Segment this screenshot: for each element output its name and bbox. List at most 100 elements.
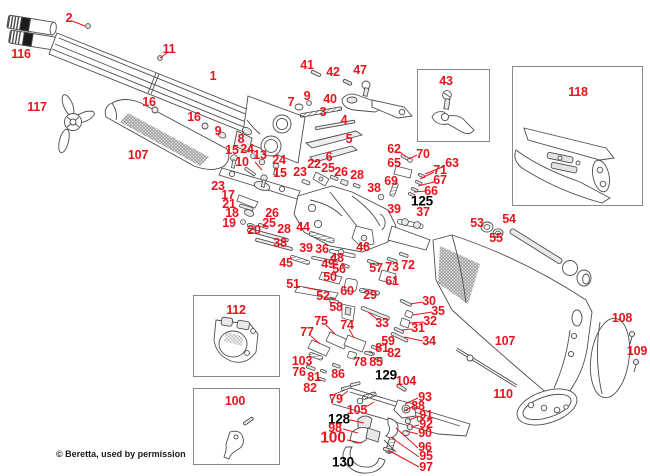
part-label-90: 90	[418, 425, 432, 440]
tang-parts-art	[377, 154, 426, 229]
inset-box-112	[193, 295, 280, 377]
part-label-31: 31	[411, 320, 425, 335]
part-label-62: 62	[387, 141, 401, 156]
choke-wrench-art	[58, 94, 95, 154]
part-label-85: 85	[369, 354, 383, 369]
part-label-23: 23	[293, 164, 307, 179]
part-label-5: 5	[345, 131, 353, 146]
part-label-91: 91	[419, 407, 433, 422]
part-label-9: 9	[214, 123, 222, 138]
top-lever-cluster-art	[294, 70, 413, 163]
inset-118-art	[514, 127, 615, 204]
inset-box-118	[512, 66, 643, 206]
part-label-73: 73	[385, 259, 399, 274]
part-label-107: 107	[494, 333, 516, 348]
part-label-39: 39	[387, 201, 401, 216]
part-label-109: 109	[626, 343, 648, 358]
part-label-58: 58	[329, 299, 343, 314]
part-label-63: 63	[445, 155, 459, 170]
part-label-81: 81	[375, 340, 389, 355]
part-label-66: 66	[424, 183, 438, 198]
part-label-35: 35	[431, 303, 445, 318]
part-label-26: 26	[334, 164, 348, 179]
part-label-29: 29	[363, 287, 377, 302]
part-label-26: 26	[265, 205, 279, 220]
part-label-25: 25	[321, 160, 335, 175]
part-label-16: 16	[187, 109, 201, 124]
part-label-30: 30	[422, 293, 436, 308]
part-label-67: 67	[433, 172, 447, 187]
part-label-95: 95	[419, 448, 433, 463]
part-label-17: 17	[221, 187, 235, 202]
part-label-82: 82	[387, 345, 401, 360]
stock-art	[432, 234, 593, 397]
part-label-20: 20	[247, 222, 261, 237]
part-label-24: 24	[240, 141, 254, 156]
forend-art	[104, 99, 230, 170]
part-label-128: 128	[328, 411, 350, 427]
trigger-plate-art	[329, 384, 471, 474]
part-label-3: 3	[319, 104, 327, 119]
recoil-pad-art	[589, 317, 640, 399]
inset-43-art	[431, 90, 475, 135]
part-label-65: 65	[387, 155, 401, 170]
part-label-34: 34	[422, 333, 436, 348]
part-label-51: 51	[286, 276, 300, 291]
part-label-116: 116	[11, 46, 31, 61]
part-label-77: 77	[300, 324, 314, 339]
part-label-8: 8	[237, 131, 245, 146]
butt-plate-art	[455, 347, 578, 426]
forend-hardware-art	[217, 126, 361, 230]
barrel-set-art	[48, 23, 306, 164]
part-label-78: 78	[353, 354, 367, 369]
part-label-52: 52	[316, 288, 330, 303]
part-label-74: 74	[340, 317, 354, 332]
part-label-70: 70	[416, 146, 430, 161]
part-label-24: 24	[272, 152, 286, 167]
part-label-16: 16	[142, 94, 156, 109]
part-label-15: 15	[273, 165, 287, 180]
part-label-4: 4	[340, 112, 348, 127]
part-label-79: 79	[329, 391, 343, 406]
part-label-60: 60	[340, 283, 354, 298]
part-label-57: 57	[369, 260, 383, 275]
part-label-100: 100	[320, 429, 346, 447]
part-label-93: 93	[418, 389, 432, 404]
lockwork-art	[289, 225, 414, 391]
part-label-86: 86	[331, 366, 345, 381]
part-label-72: 72	[401, 257, 415, 272]
part-label-100: 100	[224, 393, 246, 408]
part-label-50: 50	[323, 269, 337, 284]
part-label-2: 2	[65, 10, 73, 25]
part-label-38: 38	[273, 235, 287, 250]
part-label-1: 1	[209, 68, 217, 83]
part-label-105: 105	[346, 402, 368, 417]
part-label-76: 76	[292, 364, 306, 379]
inset-box-100	[193, 388, 280, 465]
part-label-118: 118	[568, 84, 588, 99]
stock-bolt-art	[480, 221, 592, 287]
part-label-69: 69	[384, 173, 398, 188]
part-label-112: 112	[226, 302, 246, 317]
part-label-117: 117	[27, 99, 47, 114]
part-label-21: 21	[222, 196, 236, 211]
part-label-13: 13	[253, 147, 267, 162]
part-label-82: 82	[303, 380, 317, 395]
part-label-37: 37	[416, 204, 430, 219]
inset-100-art	[223, 416, 254, 460]
part-label-28: 28	[277, 221, 291, 236]
part-label-61: 61	[385, 273, 399, 288]
part-label-15: 15	[225, 142, 239, 157]
part-label-107: 107	[127, 147, 149, 162]
part-label-18: 18	[225, 205, 239, 220]
part-label-55: 55	[489, 230, 503, 245]
part-label-54: 54	[502, 211, 516, 226]
copyright-notice: © Beretta, used by permission	[56, 449, 186, 459]
part-label-22: 22	[307, 156, 321, 171]
part-label-56: 56	[332, 261, 346, 276]
part-label-38: 38	[367, 180, 381, 195]
part-label-49: 49	[321, 256, 335, 271]
part-label-71: 71	[433, 162, 447, 177]
